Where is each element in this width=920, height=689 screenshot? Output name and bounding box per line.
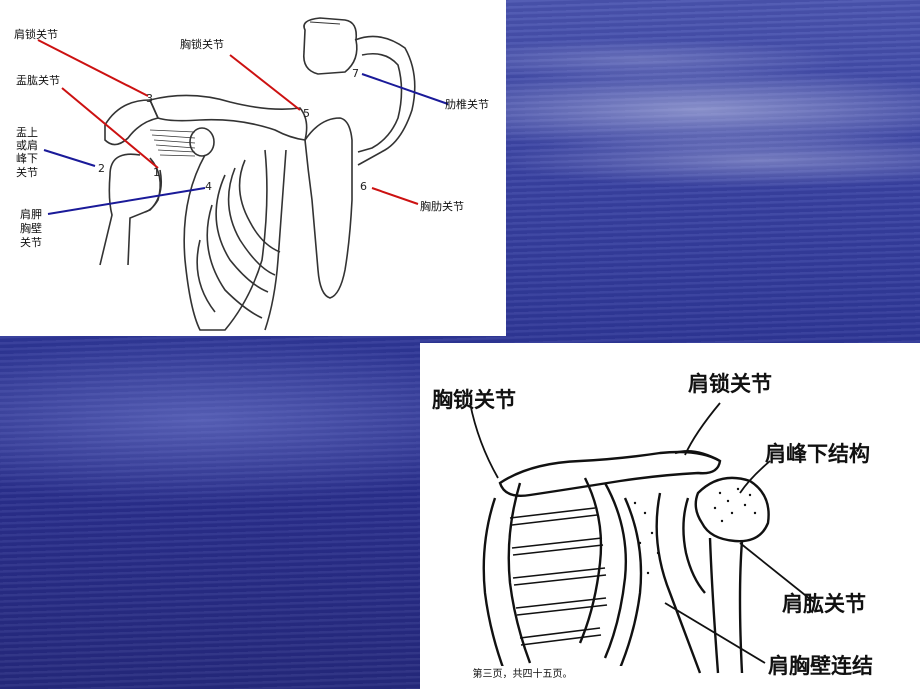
number-1: 1 — [153, 166, 160, 179]
label-scapulothoracic-line2: 胸壁 — [20, 221, 42, 235]
label-glenohumeral-joint: 盂肱关节 — [16, 73, 60, 87]
label-scapulothoracic-line3: 关节 — [20, 235, 42, 249]
shoulder-joints-diagram-top: 3 1 2 4 5 6 7 肩锁关节 盂肱关节 盂上 或肩 峰下 关节 肩胛 胸… — [0, 0, 506, 336]
shoulder-anatomy-drawing-top: 3 1 2 4 5 6 7 肩锁关节 盂肱关节 盂上 或肩 峰下 关节 肩胛 胸… — [14, 17, 489, 331]
label-subacromial-line4: 关节 — [16, 165, 38, 179]
label-sternocostal-joint: 胸肋关节 — [420, 199, 464, 213]
number-2: 2 — [98, 162, 105, 175]
number-5: 5 — [303, 107, 310, 120]
shoulder-anatomy-drawing-bottom: 胸锁关节 肩锁关节 肩峰下结构 肩肱关节 肩胸壁连结 — [432, 372, 873, 678]
label-subacromial-line1: 盂上 — [16, 126, 38, 139]
label-scapulothoracic-line1: 肩胛 — [20, 207, 42, 221]
page-footer: 第三页，共四十五页。 — [420, 666, 625, 684]
number-4: 4 — [205, 180, 212, 193]
label-acromioclavicular-joint-bottom: 肩锁关节 — [688, 372, 772, 396]
label-subacromial-structure: 肩峰下结构 — [765, 442, 870, 466]
label-glenohumeral-joint-bottom: 肩肱关节 — [782, 592, 866, 616]
label-acromioclavicular-joint: 肩锁关节 — [14, 27, 58, 41]
number-7: 7 — [352, 67, 359, 80]
label-costovertebral-joint: 肋椎关节 — [445, 97, 489, 111]
shoulder-joints-diagram-bottom: 胸锁关节 肩锁关节 肩峰下结构 肩肱关节 肩胸壁连结 — [420, 343, 920, 689]
label-sternoclavicular-joint: 胸锁关节 — [180, 37, 224, 51]
label-sternoclavicular-joint-bottom: 胸锁关节 — [432, 388, 516, 412]
number-6: 6 — [360, 180, 367, 193]
label-subacromial-line3: 峰下 — [16, 152, 38, 165]
label-scapulothoracic-connection: 肩胸壁连结 — [768, 654, 873, 678]
number-3: 3 — [146, 92, 153, 105]
label-subacromial-line2: 或肩 — [16, 138, 38, 152]
